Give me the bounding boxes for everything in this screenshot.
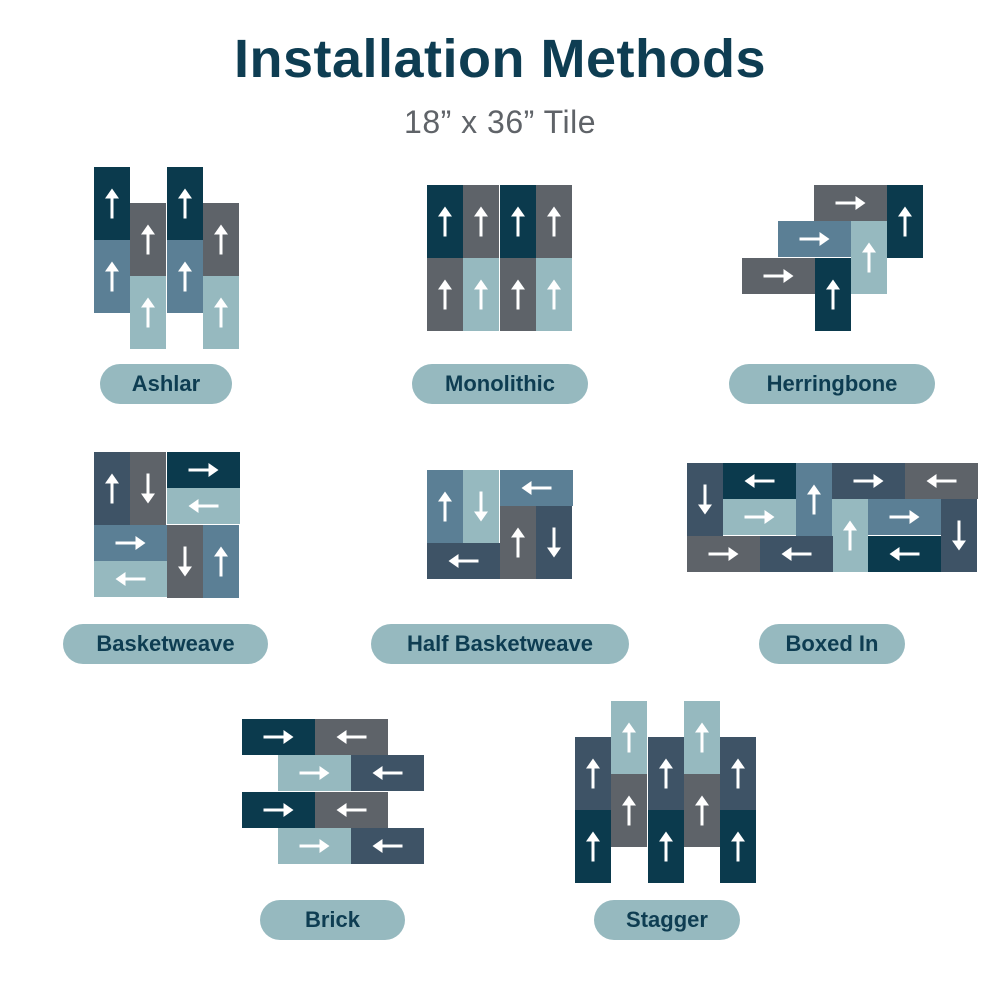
direction-arrow-right [299,839,330,853]
half-basketweave-label: Half Basketweave [371,624,629,664]
brick-pattern [242,719,424,864]
direction-arrow-up [826,279,840,310]
direction-arrow-up [862,242,876,273]
direction-arrow-up [586,831,600,862]
direction-arrow-up [843,520,857,551]
direction-arrow-up [438,206,452,237]
direction-arrow-left [188,499,219,513]
direction-arrow-left [521,481,552,495]
direction-arrow-left [781,547,812,561]
direction-arrow-up [622,722,636,753]
monolithic-label: Monolithic [412,364,588,404]
direction-arrow-right [763,269,794,283]
monolithic-pattern [427,185,572,331]
direction-arrow-up [178,261,192,292]
direction-arrow-up [731,831,745,862]
direction-arrow-up [695,795,709,826]
direction-arrow-up [622,795,636,826]
direction-arrow-up [214,224,228,255]
stagger-label: Stagger [594,900,740,940]
direction-arrow-down [952,520,966,551]
direction-arrow-right [263,730,294,744]
direction-arrow-up [511,279,525,310]
direction-arrow-right [115,536,146,550]
direction-arrow-left [744,474,775,488]
direction-arrow-left [926,474,957,488]
stagger-pattern [575,701,756,883]
direction-arrow-left [448,554,479,568]
herringbone-label: Herringbone [729,364,935,404]
direction-arrow-up [438,491,452,522]
direction-arrow-right [263,803,294,817]
direction-arrow-left [372,766,403,780]
direction-arrow-up [898,206,912,237]
direction-arrow-up [695,722,709,753]
direction-arrow-up [214,297,228,328]
direction-arrow-up [547,206,561,237]
direction-arrow-up [105,188,119,219]
direction-arrow-down [141,473,155,504]
direction-arrow-up [214,546,228,577]
direction-arrow-up [807,484,821,515]
direction-arrow-right [799,232,830,246]
direction-arrow-down [547,527,561,558]
boxed-in-pattern [687,463,978,572]
ashlar-pattern [94,167,239,349]
direction-arrow-up [659,758,673,789]
direction-arrow-up [438,279,452,310]
direction-arrow-up [178,188,192,219]
direction-arrow-right [835,196,866,210]
direction-arrow-up [511,206,525,237]
page-subtitle: 18” x 36” Tile [404,104,596,140]
basketweave-pattern [94,452,240,598]
basketweave-label: Basketweave [63,624,268,664]
direction-arrow-up [105,473,119,504]
direction-arrow-up [141,297,155,328]
direction-arrow-up [105,261,119,292]
brick-label: Brick [260,900,405,940]
direction-arrow-right [853,474,884,488]
ashlar-label: Ashlar [100,364,232,404]
direction-arrow-right [299,766,330,780]
direction-arrow-up [511,527,525,558]
direction-arrow-left [115,572,146,586]
direction-arrow-up [547,279,561,310]
direction-arrow-down [698,484,712,515]
direction-arrow-down [474,491,488,522]
direction-arrow-left [372,839,403,853]
direction-arrow-right [188,463,219,477]
direction-arrow-left [336,803,367,817]
direction-arrow-left [336,730,367,744]
boxed-in-label: Boxed In [759,624,905,664]
direction-arrow-up [659,831,673,862]
direction-arrow-right [744,510,775,524]
direction-arrow-right [708,547,739,561]
direction-arrow-up [586,758,600,789]
herringbone-pattern [742,185,923,331]
direction-arrow-up [474,206,488,237]
page-title: Installation Methods [233,29,767,89]
direction-arrow-up [731,758,745,789]
direction-arrow-up [474,279,488,310]
direction-arrow-down [178,546,192,577]
direction-arrow-right [889,510,920,524]
direction-arrow-left [889,547,920,561]
half-basketweave-pattern [427,470,573,579]
direction-arrow-up [141,224,155,255]
